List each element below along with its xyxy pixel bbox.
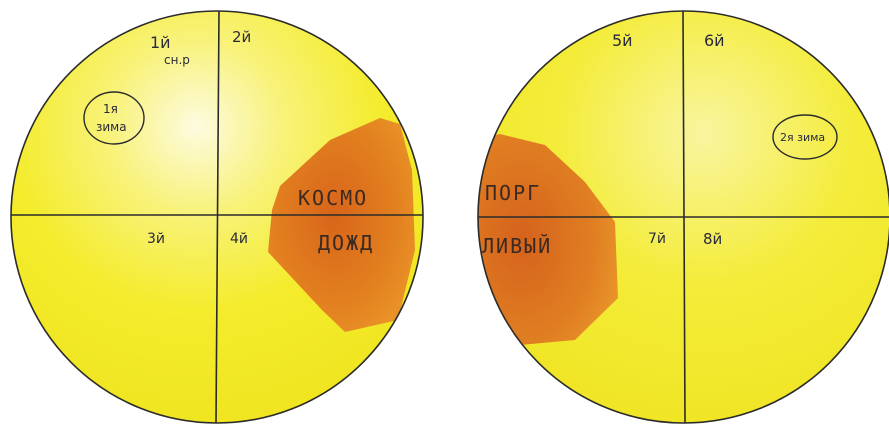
right-q6-label: 6й [704, 31, 725, 50]
left-q1-sublabel: сн.р [164, 53, 190, 67]
left-region-line1: КОСМО [298, 186, 368, 210]
right-disc: 5й 6й 7й 8й 2я зима ПОРГ ЛИВЫЙ [470, 11, 889, 423]
right-q8-label: 8й [703, 230, 722, 248]
right-q5-label: 5й [612, 31, 633, 50]
right-q7-label: 7й [648, 231, 666, 247]
left-q1-label: 1й [150, 33, 171, 52]
left-badge-line2: зима [96, 120, 127, 134]
right-region-line1: ПОРГ [485, 181, 541, 205]
left-q3-label: 3й [147, 231, 165, 247]
right-badge-line1: 2я зима [780, 131, 825, 144]
left-disc: 1й сн.р 2й 3й 4й 1я зима КОСМО ДОЖД [11, 11, 423, 423]
right-region-line2: ЛИВЫЙ [482, 234, 552, 258]
left-q4-label: 4й [230, 231, 248, 247]
left-q2-label: 2й [232, 28, 251, 46]
left-badge-line1: 1я [103, 102, 118, 116]
left-region-line2: ДОЖД [318, 231, 374, 255]
